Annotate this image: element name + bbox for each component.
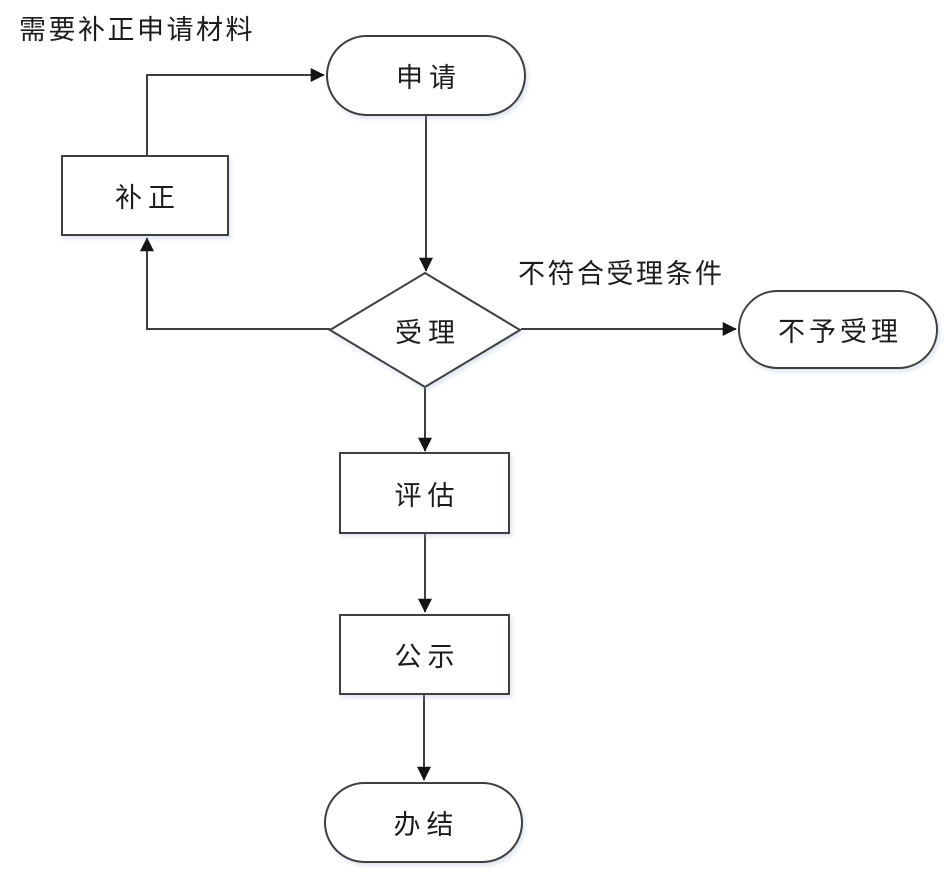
- node-publicity: 公示: [339, 614, 510, 695]
- node-accept-shape: [328, 271, 522, 389]
- node-apply: 申请: [326, 35, 526, 116]
- node-finish-label: 办结: [393, 810, 460, 840]
- node-reject-label: 不予受理: [778, 317, 902, 347]
- node-supplement-label: 补正: [115, 183, 181, 213]
- node-evaluate-label: 评估: [394, 480, 461, 511]
- node-accept-label: 受理: [395, 317, 461, 348]
- edge-accept-to-supplement: [140, 237, 330, 330]
- edge-label-not-meet-conditions: 不符合受理条件: [518, 259, 725, 289]
- edge-supplement-to-apply: [146, 68, 325, 155]
- node-accept: 受理: [330, 273, 520, 387]
- node-reject: 不予受理: [738, 290, 938, 369]
- node-evaluate: 评估: [339, 452, 510, 534]
- node-finish: 办结: [324, 782, 523, 863]
- node-apply-label: 申请: [396, 63, 462, 93]
- edge-label-need-supplement: 需要补正申请材料: [19, 15, 255, 45]
- node-publicity-label: 公示: [394, 642, 461, 672]
- node-supplement: 补正: [61, 155, 229, 236]
